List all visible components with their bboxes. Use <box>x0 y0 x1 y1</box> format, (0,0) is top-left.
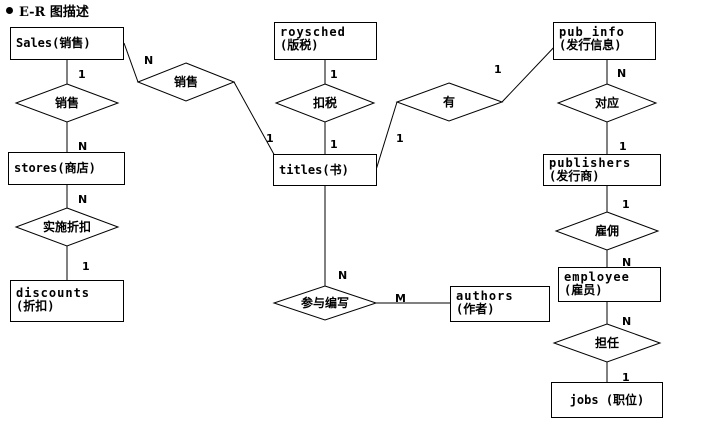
entity-titles-label: titles(书) <box>279 162 349 177</box>
entity-pub-info: pub_info (发行信息) <box>553 22 656 60</box>
entity-roysched: roysched (版税) <box>274 22 377 60</box>
entity-sales: Sales(销售) <box>10 27 124 60</box>
entity-discounts-cn: (折扣) <box>16 299 55 313</box>
card-sales-titles-left: N <box>144 54 153 67</box>
entity-roysched-cn: (版税) <box>280 38 319 52</box>
card-corresponds-top: N <box>617 67 626 80</box>
diamond-sales-stores <box>14 83 120 123</box>
rel-label-write: 参与编写 <box>301 295 349 310</box>
diamond-write <box>272 285 378 321</box>
card-write-titles: N <box>338 269 347 282</box>
line-has-to-pub-info <box>501 42 559 103</box>
entity-pub-info-cn: (发行信息) <box>559 38 622 52</box>
card-tax-top: 1 <box>330 68 338 81</box>
entity-sales-label: Sales(销售) <box>16 36 91 50</box>
bullet-icon <box>6 7 13 14</box>
entity-jobs-label: jobs (职位) <box>569 392 645 407</box>
card-has-left: 1 <box>396 132 404 145</box>
entity-stores-label: stores(商店) <box>14 161 96 175</box>
card-employ-bottom: N <box>622 256 631 269</box>
card-sales-stores-bottom: N <box>78 140 87 153</box>
entity-authors-cn: (作者) <box>456 302 495 316</box>
rel-label-employ: 雇佣 <box>595 223 619 238</box>
card-employ-top: 1 <box>622 198 630 211</box>
rel-label-sales-stores: 销售 <box>55 95 79 110</box>
entity-discounts: discounts (折扣) <box>10 280 124 322</box>
entity-employee-cn: (雇员) <box>564 283 603 297</box>
diamond-sales-titles <box>136 62 236 102</box>
card-discount-top: N <box>78 193 87 206</box>
diamond-hold <box>552 323 662 363</box>
diagram-heading: E-R 图描述 <box>6 1 89 20</box>
diamond-has <box>395 82 504 122</box>
line-titles-to-has <box>375 101 398 171</box>
entity-authors: authors (作者) <box>450 286 550 322</box>
card-tax-bottom: 1 <box>330 138 338 151</box>
diamond-discount <box>14 207 120 247</box>
connector-lines <box>66 42 608 382</box>
entity-publishers-cn: (发行商) <box>549 169 600 183</box>
line-sales-titles-to-titles <box>233 81 277 159</box>
card-discount-bottom: 1 <box>82 260 90 273</box>
entity-employee: employee (雇员) <box>558 267 661 302</box>
entity-authors-name: authors <box>456 289 514 303</box>
card-corresponds-bottom: 1 <box>619 140 627 153</box>
entity-pub-info-name: pub_info <box>559 25 625 39</box>
rel-label-sales-titles: 销售 <box>174 74 198 89</box>
heading-text: E-R 图描述 <box>19 5 89 20</box>
diamond-tax <box>274 83 376 123</box>
card-hold-bottom: 1 <box>622 371 630 384</box>
relationship-labels: 销售 销售 扣税 有 对应 实施折扣 雇佣 参与编写 担任 <box>43 74 619 350</box>
entity-publishers-name: publishers <box>549 156 632 170</box>
cardinality-labels: 1 N N 1 1 1 1 1 N 1 N 1 1 N N M N 1 <box>78 54 631 384</box>
rel-label-tax: 扣税 <box>313 95 337 110</box>
rel-label-discount: 实施折扣 <box>43 219 91 234</box>
rel-label-hold: 担任 <box>595 335 619 350</box>
card-sales-titles-right: 1 <box>266 132 274 145</box>
entity-jobs: jobs (职位) <box>551 382 663 418</box>
rel-label-corresponds: 对应 <box>595 95 619 110</box>
card-has-right: 1 <box>494 63 502 76</box>
card-write-authors: M <box>395 292 406 305</box>
entity-employee-name: employee <box>564 270 630 284</box>
entity-discounts-name: discounts <box>16 286 91 300</box>
entity-stores: stores(商店) <box>8 152 125 185</box>
entity-publishers: publishers (发行商) <box>543 154 661 186</box>
relationship-shapes <box>14 62 662 363</box>
line-sales-to-sales-titles <box>123 42 139 83</box>
card-hold-top: N <box>622 315 631 328</box>
entity-roysched-name: roysched <box>280 25 346 39</box>
rel-label-has: 有 <box>443 94 455 109</box>
diamond-corresponds <box>556 83 658 123</box>
diamond-employ <box>554 211 660 251</box>
card-sales-stores-top: 1 <box>78 68 86 81</box>
entity-titles: titles(书) <box>273 154 377 186</box>
